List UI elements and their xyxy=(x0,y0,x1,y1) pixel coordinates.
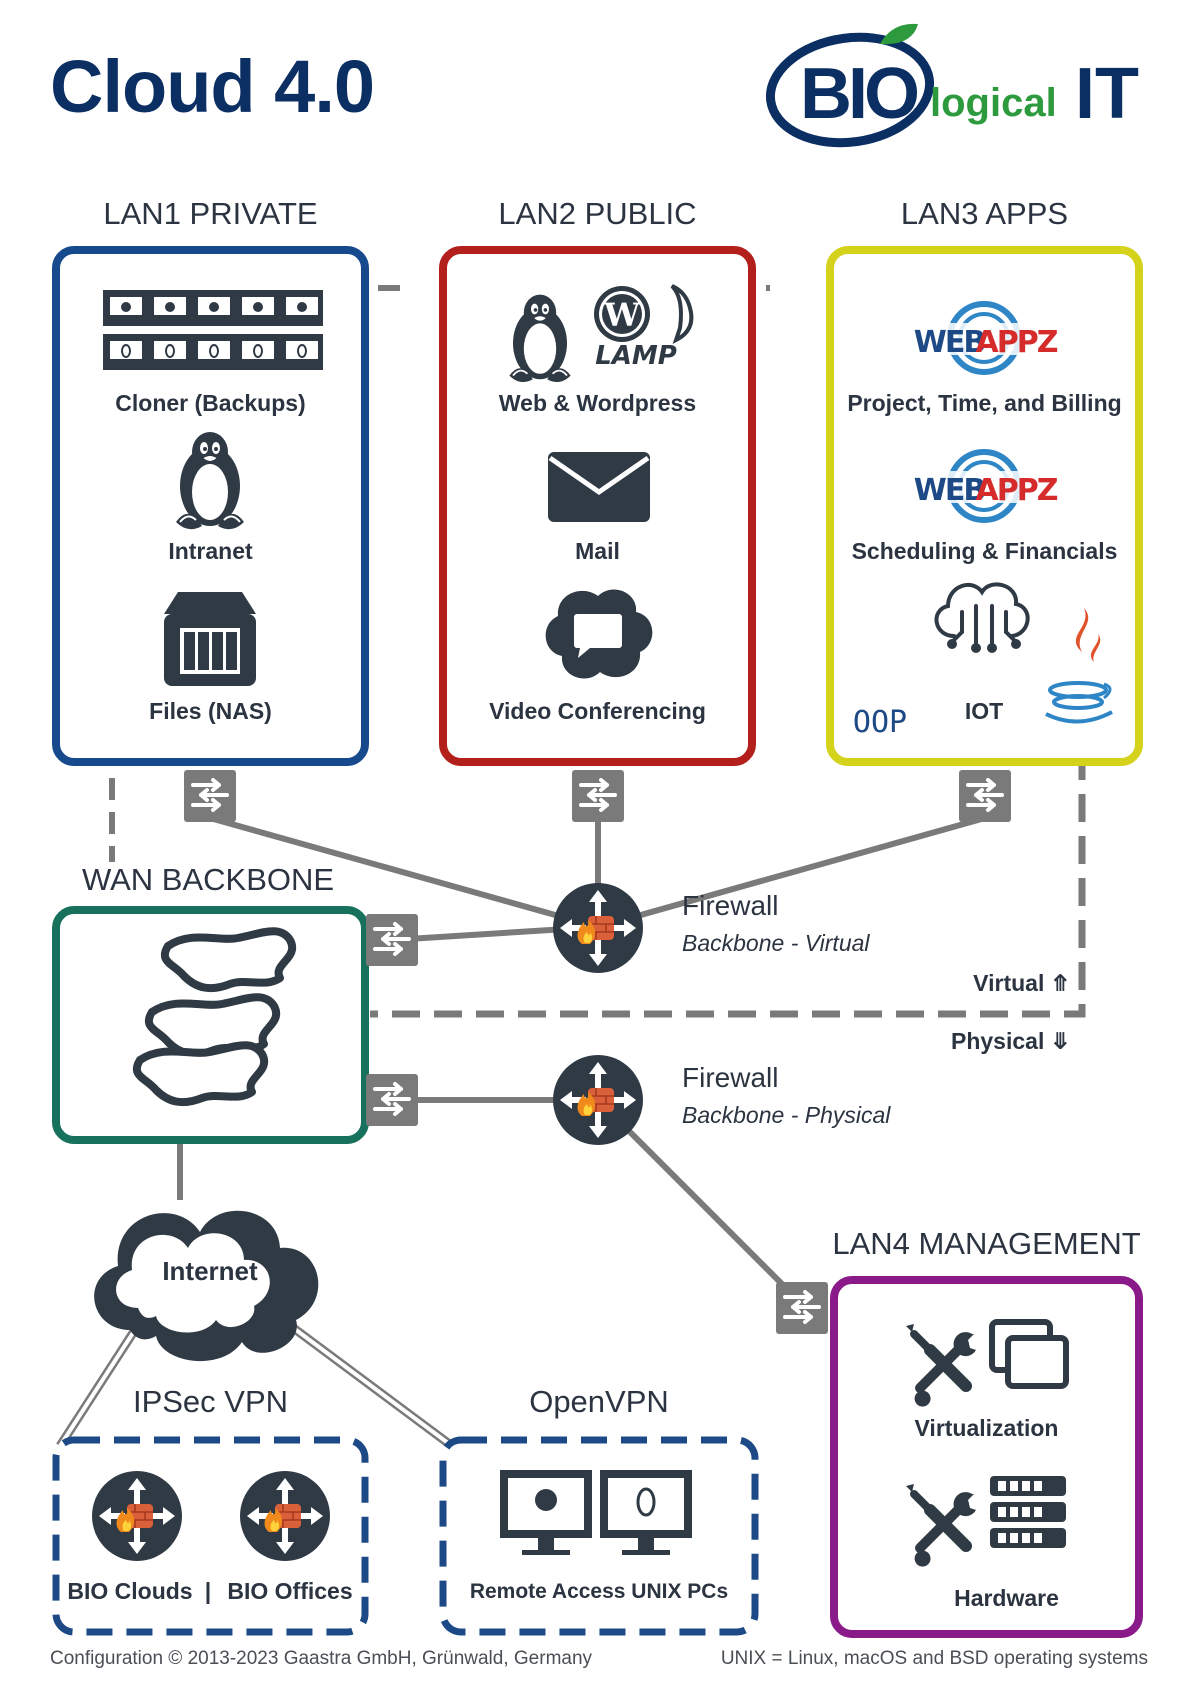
biologicalit-logo: BIO logical IT xyxy=(765,23,1139,148)
svg-text:W: W xyxy=(603,296,641,334)
project-label: Project, Time, and Billing xyxy=(847,390,1122,416)
iot-label: IOT xyxy=(964,698,1004,724)
wan-physical-switch-icon xyxy=(364,1072,420,1128)
openvpn-title: OpenVPN xyxy=(529,1384,669,1419)
footer-copyright: Configuration © 2013-2023 Gaastra GmbH, … xyxy=(50,1648,593,1669)
footer-unix-note: UNIX = Linux, macOS and BSD operating sy… xyxy=(720,1648,1148,1669)
lan1-switch-icon xyxy=(182,768,238,824)
wan-virtual-switch-icon xyxy=(364,912,420,968)
firewall-physical-title: Firewall xyxy=(682,1062,779,1093)
lan4-title: LAN4 MANAGEMENT xyxy=(832,1226,1141,1261)
iot-cloud-icon xyxy=(934,582,1030,653)
lan4-box xyxy=(830,1276,1143,1638)
lan2-switch-icon xyxy=(570,768,626,824)
bio-clouds-router-icon xyxy=(91,1470,183,1562)
intranet-label: Intranet xyxy=(168,538,253,564)
files-label: Files (NAS) xyxy=(149,698,272,724)
lan4-switch-icon xyxy=(774,1280,830,1336)
java-icon xyxy=(1045,608,1113,724)
bio-offices-label: BIO Offices xyxy=(227,1578,353,1604)
cloner-label: Cloner (Backups) xyxy=(115,390,306,416)
hardware-label: Hardware xyxy=(954,1585,1059,1611)
physical-link-label: Physical ⤋ xyxy=(951,1028,1070,1054)
svg-text:LAMP: LAMP xyxy=(595,341,677,371)
svg-text:logical: logical xyxy=(930,81,1057,125)
remote-access-label: Remote Access UNIX PCs xyxy=(469,1580,729,1603)
virtual-link-label: Virtual ⤊ xyxy=(973,970,1070,996)
svg-text:IT: IT xyxy=(1075,54,1139,134)
lan3-switch-icon xyxy=(957,768,1013,824)
bio-offices-router-icon xyxy=(239,1470,331,1562)
firewall-virtual-title: Firewall xyxy=(682,890,779,921)
web-label: Web & Wordpress xyxy=(498,390,697,416)
cloner-monitors-icon xyxy=(103,290,323,371)
nas-icon xyxy=(164,592,256,686)
firewall-virtual-subtitle: Backbone - Virtual xyxy=(682,930,870,956)
ipsec-separator: | xyxy=(204,1578,212,1604)
lan3-title: LAN3 APPS xyxy=(900,196,1069,231)
internet-cloud-icon xyxy=(94,1210,319,1362)
internet-vpn-links xyxy=(56,1314,455,1450)
mail-icon xyxy=(548,452,650,522)
scheduling-label: Scheduling & Financials xyxy=(851,538,1118,564)
video-label: Video Conferencing xyxy=(489,698,706,724)
internet-label: Internet xyxy=(162,1256,258,1286)
mail-label: Mail xyxy=(575,538,620,564)
firewall-physical-subtitle: Backbone - Physical xyxy=(682,1102,891,1128)
lamp-icon: LAMP xyxy=(595,284,694,371)
video-conferencing-icon xyxy=(545,589,653,679)
svg-text:BIO: BIO xyxy=(800,54,917,134)
oop-label: OOP xyxy=(853,705,907,740)
backbone-spine-icon xyxy=(132,927,297,1107)
virtualization-windows-icon xyxy=(989,1319,1069,1389)
wordpress-icon: W xyxy=(594,286,650,342)
lan1-title: LAN1 PRIVATE xyxy=(103,196,318,231)
virtualization-label: Virtualization xyxy=(914,1415,1059,1441)
hardware-rack-icon xyxy=(990,1476,1066,1548)
ipsec-title: IPSec VPN xyxy=(132,1384,289,1419)
bio-clouds-label: BIO Clouds xyxy=(67,1578,193,1604)
page-title: Cloud 4.0 xyxy=(50,45,375,128)
wan-title: WAN BACKBONE xyxy=(82,862,335,897)
firewall-virtual-icon xyxy=(552,882,644,974)
lan2-title: LAN2 PUBLIC xyxy=(498,196,697,231)
firewall-physical-icon xyxy=(552,1054,644,1146)
remote-pcs-icon xyxy=(500,1470,692,1555)
